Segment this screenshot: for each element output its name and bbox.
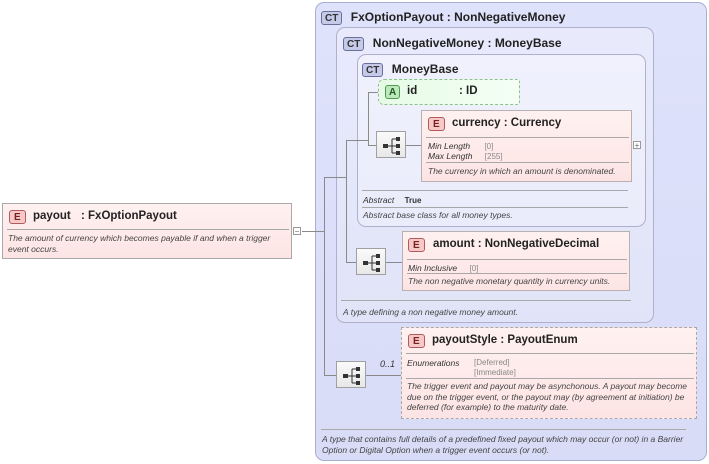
connector-line <box>302 231 324 232</box>
fxoptionpayout-doc: A type that contains full details of a p… <box>322 434 684 455</box>
connector-line <box>324 177 325 375</box>
connector-line <box>406 145 421 146</box>
connector-line <box>368 145 376 146</box>
attribute-id-type: : ID <box>459 85 478 97</box>
element-badge: E <box>408 238 425 252</box>
attribute-badge: A <box>385 85 401 99</box>
complex-type-badge: CT <box>321 11 343 25</box>
nonnegativemoney-title: NonNegativeMoney : MoneyBase <box>372 36 562 50</box>
amount-min-inclusive: Min Inclusive [0] <box>408 263 479 273</box>
element-payoutstyle[interactable]: E payoutStyle : PayoutEnum Enumerations … <box>401 327 697 419</box>
currency-max-length: Max Length [255] <box>428 151 503 161</box>
connector-line <box>366 375 401 376</box>
moneybase-title: MoneyBase <box>391 62 459 76</box>
payoutstyle-enum-label: Enumerations <box>407 358 460 368</box>
currency-min-length: Min Length [0] <box>428 141 494 151</box>
moneybase-header: CT MoneyBase <box>362 60 459 78</box>
element-badge: E <box>9 210 26 224</box>
sequence-compositor-moneybase[interactable] <box>376 131 406 158</box>
connector-line <box>346 262 356 263</box>
nonnegativemoney-doc: A type defining a non negative money amo… <box>343 307 518 317</box>
currency-title: currency : Currency <box>452 117 562 129</box>
payout-doc: The amount of currency which becomes pay… <box>8 233 271 254</box>
connector-line <box>368 92 378 93</box>
moneybase-abstract: Abstract True <box>363 195 422 205</box>
currency-doc: The currency in which an amount is denom… <box>428 166 616 176</box>
amount-doc: The non negative monetary quantity in cu… <box>408 276 611 286</box>
fxoptionpayout-title: FxOptionPayout : NonNegativeMoney <box>350 10 566 24</box>
sequence-compositor-nonnegativemoney[interactable] <box>356 248 386 275</box>
connector-line <box>386 262 402 263</box>
connector-line <box>368 92 369 145</box>
payout-name: payout <box>33 210 71 222</box>
sequence-icon <box>363 254 380 272</box>
element-badge: E <box>408 334 425 348</box>
complex-type-badge: CT <box>343 37 365 51</box>
moneybase-doc: Abstract base class for all money types. <box>363 210 513 220</box>
element-badge: E <box>428 117 445 131</box>
connector-line <box>324 375 336 376</box>
payoutstyle-title: payoutStyle : PayoutEnum <box>432 334 578 346</box>
element-currency[interactable]: E currency : Currency Min Length [0] Max… <box>421 110 632 182</box>
connector-line <box>324 177 346 178</box>
complex-type-badge: CT <box>362 63 384 77</box>
payoutstyle-cardinality: 0..1 <box>380 359 396 369</box>
connector-line <box>346 140 368 141</box>
sequence-icon <box>383 137 400 155</box>
element-payout[interactable]: E payout : FxOptionPayout The amount of … <box>2 203 292 259</box>
attribute-id-name: id <box>407 85 418 97</box>
payoutstyle-enum-immediate: [Immediate] <box>474 368 516 377</box>
amount-title: amount : NonNegativeDecimal <box>433 238 600 250</box>
sequence-icon <box>343 367 360 385</box>
element-amount[interactable]: E amount : NonNegativeDecimal Min Inclus… <box>402 231 630 291</box>
fxoptionpayout-header: CT FxOptionPayout : NonNegativeMoney <box>321 8 565 26</box>
payout-type: : FxOptionPayout <box>81 210 177 222</box>
sequence-compositor-fxoptionpayout[interactable] <box>336 361 366 388</box>
currency-expand-button[interactable]: + <box>633 141 641 150</box>
nonnegativemoney-header: CT NonNegativeMoney : MoneyBase <box>343 34 562 52</box>
payoutstyle-doc: The trigger event and payout may be asyn… <box>407 381 688 412</box>
payout-collapse-button[interactable]: − <box>293 227 301 236</box>
payoutstyle-enum-deferred: [Deferred] <box>474 358 510 367</box>
attribute-id[interactable]: A id : ID <box>378 79 520 105</box>
connector-line <box>346 140 347 262</box>
